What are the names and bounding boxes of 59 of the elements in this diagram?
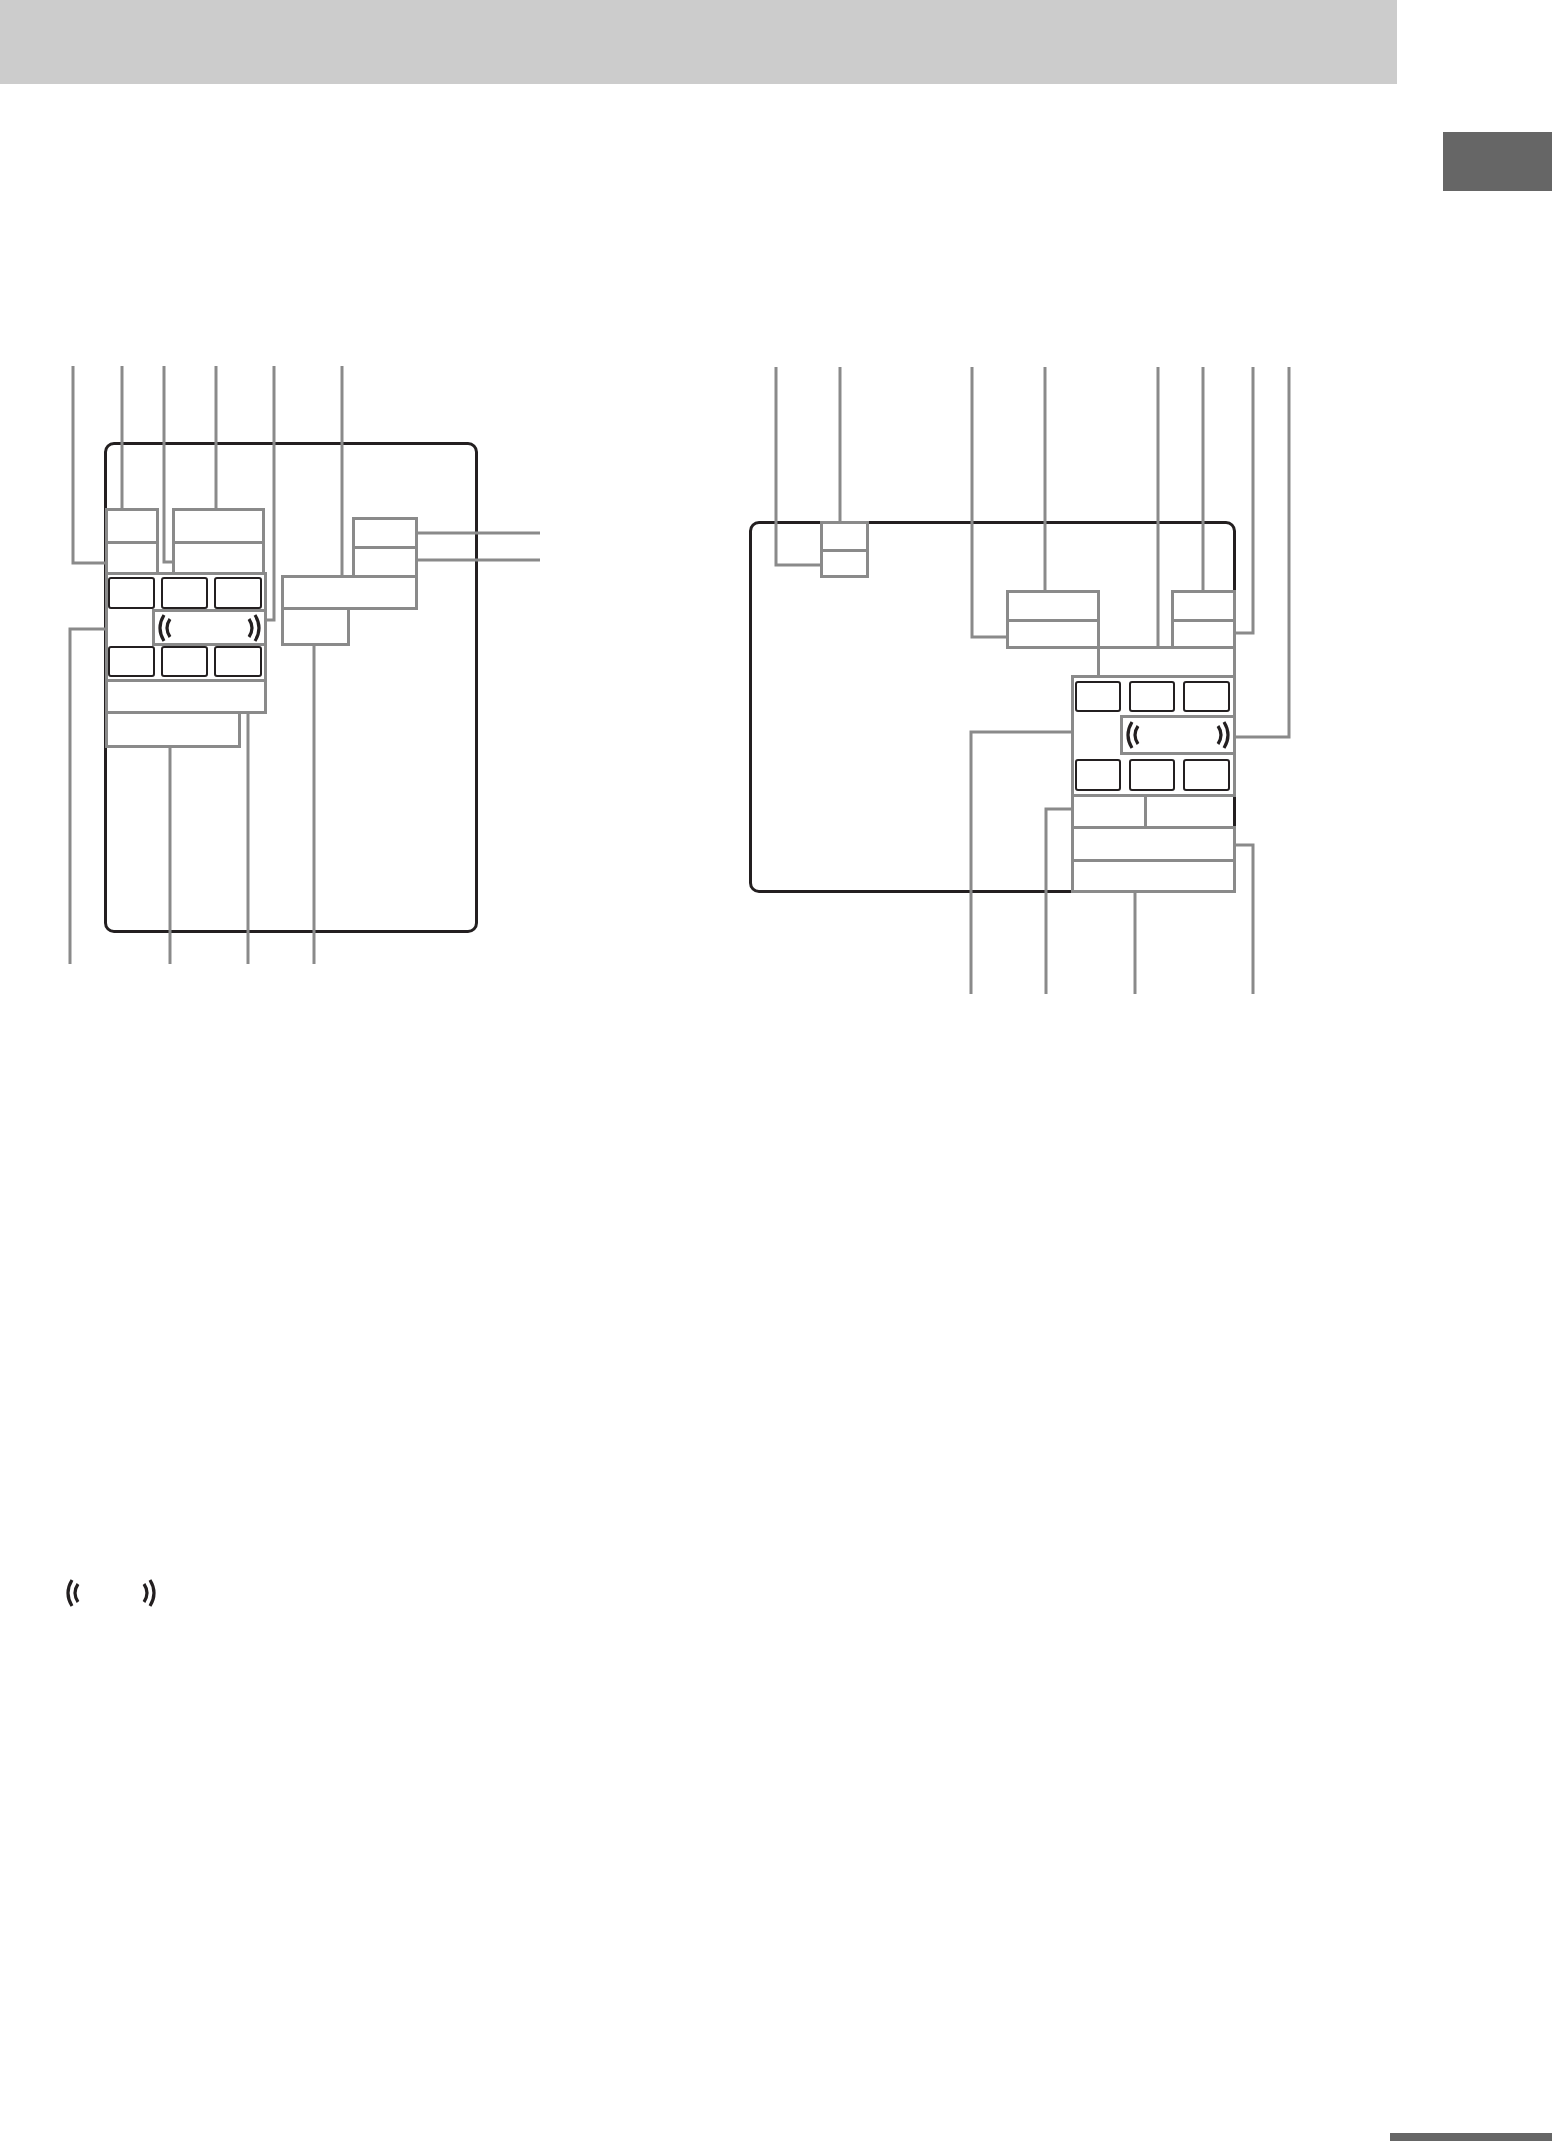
indicator-box (1171, 590, 1236, 622)
indicator-box (820, 549, 869, 578)
leader-line (267, 366, 276, 622)
leader-line (774, 367, 820, 567)
indicator-cell (1075, 681, 1121, 712)
indicator-cell (214, 577, 262, 609)
leader-line (120, 364, 124, 508)
indicator-box (1006, 590, 1100, 622)
indicator-cell (161, 646, 208, 677)
indicator-cell (1129, 681, 1175, 712)
indicator-cell (1183, 681, 1230, 712)
leader-line (1201, 365, 1205, 590)
indicator-box (352, 546, 418, 578)
indicator-box (352, 517, 418, 549)
leader-line (1236, 367, 1291, 739)
leader-line (68, 627, 105, 964)
indicator-box (172, 541, 265, 575)
indicator-box (1120, 715, 1236, 755)
indicator-box (172, 508, 265, 544)
indicator-cell (108, 577, 155, 609)
indicator-box (105, 679, 267, 714)
indicator-box (105, 541, 159, 575)
leader-line (162, 366, 172, 564)
indicator-cell (1129, 759, 1175, 791)
indicator-group-frame (1071, 675, 1236, 797)
leader-line (214, 364, 218, 508)
display-outline (104, 442, 478, 933)
leader-line (1043, 365, 1047, 590)
leader-line (340, 364, 344, 575)
indicator-group-frame (105, 572, 267, 682)
indicator-cell (108, 646, 155, 677)
leader-line (969, 730, 1071, 994)
indicator-box (1171, 619, 1236, 649)
indicator-box (1097, 646, 1236, 678)
leader-line (246, 714, 250, 966)
indicator-cell (1075, 759, 1121, 791)
leader-line (1044, 807, 1071, 994)
indicator-box (281, 575, 418, 610)
display-outline (749, 521, 1236, 893)
leader-line (1236, 367, 1255, 635)
leader-line (418, 558, 542, 562)
leader-line (418, 531, 542, 535)
leader-line (970, 367, 1006, 639)
leader-line (1133, 893, 1137, 996)
indicator-box (1006, 619, 1100, 649)
indicator-cell (214, 646, 262, 677)
indicator-cell (1183, 759, 1230, 791)
leader-line (838, 365, 842, 521)
leader-line (312, 646, 316, 966)
indicator-box (105, 508, 159, 544)
indicator-box (1071, 826, 1236, 862)
indicator-box (1071, 859, 1236, 893)
indicator-box (281, 607, 350, 646)
indicator-box (152, 609, 267, 646)
leader-line (71, 366, 105, 565)
leader-line (168, 748, 172, 966)
indicator-box (105, 711, 241, 748)
leader-line (1236, 843, 1255, 994)
indicator-cell (161, 577, 208, 609)
